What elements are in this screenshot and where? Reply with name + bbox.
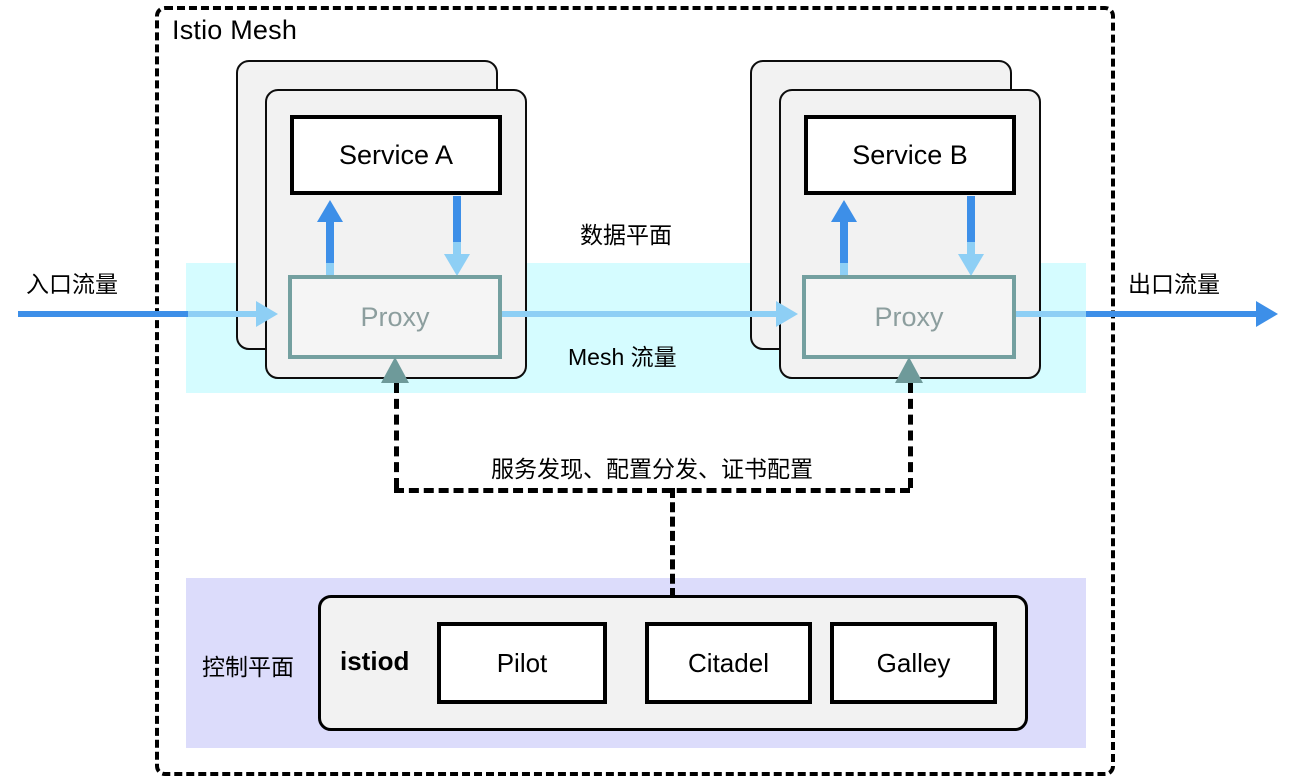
data-plane-label: 数据平面 — [580, 222, 672, 248]
ingress-traffic-label: 入口流量 — [26, 271, 118, 297]
citadel-box: Citadel — [645, 622, 812, 704]
ingress-traffic-line — [18, 311, 190, 317]
service-b-box: Service B — [804, 115, 1016, 195]
proxy-b-box: Proxy — [802, 275, 1016, 359]
proxy-to-service-a-arrow — [317, 200, 343, 279]
proxy-a-box: Proxy — [288, 275, 502, 359]
egress-traffic-label: 出口流量 — [1128, 271, 1220, 297]
service-a-to-proxy-arrow — [444, 196, 470, 276]
proxy-to-service-b-arrow — [831, 200, 857, 279]
mesh-traffic-arrowhead — [776, 301, 798, 327]
egress-arrowhead — [1256, 301, 1278, 327]
config-dash-proxy-a — [394, 383, 399, 488]
service-b-to-proxy-arrow — [958, 196, 984, 276]
config-dash-to-istiod — [670, 488, 675, 598]
galley-box: Galley — [830, 622, 997, 704]
config-dash-bus — [394, 488, 910, 493]
istio-mesh-title: Istio Mesh — [172, 15, 298, 45]
egress-traffic-line — [1086, 311, 1258, 317]
istiod-label: istiod — [340, 646, 410, 676]
control-plane-label: 控制平面 — [202, 654, 294, 680]
mesh-traffic-line — [500, 311, 780, 317]
istio-mesh-boundary — [155, 6, 1115, 776]
config-flow-label: 服务发现、配置分发、证书配置 — [487, 450, 817, 484]
ingress-arrowhead — [256, 301, 278, 327]
pilot-box: Pilot — [437, 622, 607, 704]
config-arrowhead-proxy-b — [895, 357, 923, 383]
service-a-box: Service A — [290, 115, 502, 195]
config-dash-proxy-b — [908, 383, 913, 488]
ingress-traffic-line-inband — [188, 311, 258, 317]
egress-traffic-line-inband — [1014, 311, 1088, 317]
mesh-traffic-label: Mesh 流量 — [568, 344, 677, 370]
config-arrowhead-proxy-a — [381, 357, 409, 383]
